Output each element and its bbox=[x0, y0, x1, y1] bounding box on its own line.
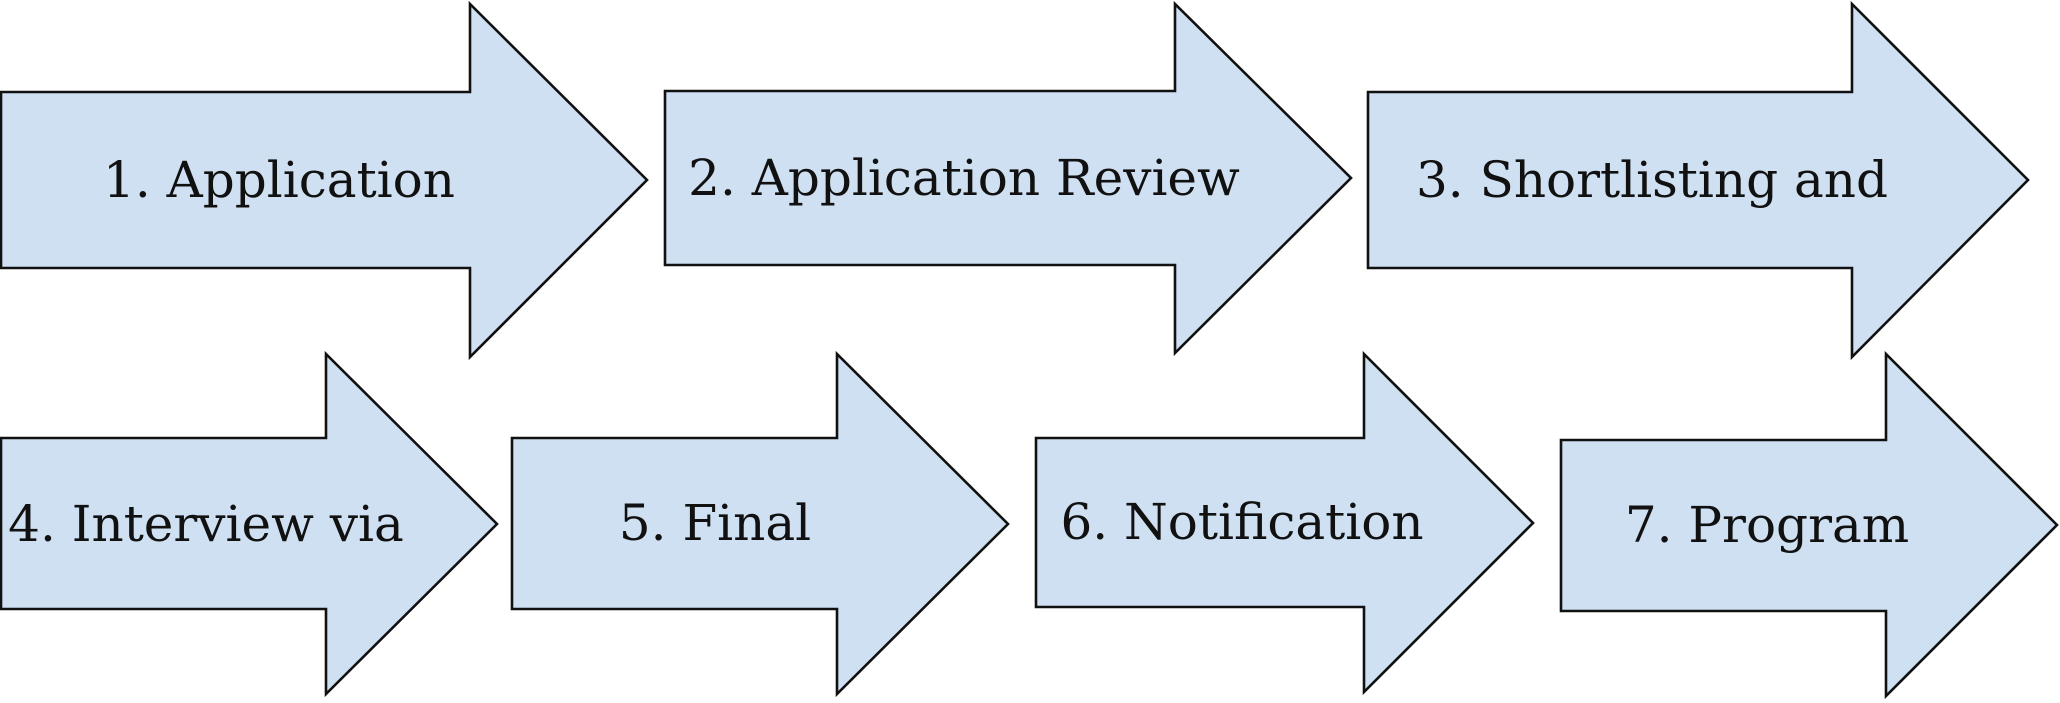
step-arrow-4-label: 4. Interview via bbox=[8, 495, 404, 553]
step-arrow-2-label: 2. Application Review bbox=[688, 149, 1240, 207]
step-arrow-5-label: 5. Final bbox=[619, 494, 811, 552]
step-arrow-5: 5. Final bbox=[510, 350, 1010, 698]
step-arrow-4-shape bbox=[0, 350, 499, 698]
step-arrow-1-label: 1. Application bbox=[103, 151, 455, 209]
step-arrow-2-shape bbox=[663, 0, 1353, 357]
step-arrow-3: 3. Shortlisting and bbox=[1366, 0, 2030, 361]
step-arrow-7-label: 7. Program bbox=[1625, 496, 1909, 554]
step-arrow-7: 7. Program bbox=[1559, 350, 2059, 700]
step-arrow-5-shape bbox=[510, 350, 1010, 698]
step-arrow-4: 4. Interview via bbox=[0, 350, 499, 698]
step-arrow-1: 1. Application bbox=[0, 0, 649, 361]
step-arrow-7-shape bbox=[1559, 350, 2059, 700]
step-arrow-6-label: 6. Notification bbox=[1060, 493, 1423, 551]
step-arrow-6: 6. Notification bbox=[1034, 350, 1535, 696]
step-arrow-2: 2. Application Review bbox=[663, 0, 1353, 357]
step-arrow-3-label: 3. Shortlisting and bbox=[1416, 151, 1888, 209]
step-arrow-1-shape bbox=[0, 0, 649, 361]
step-arrow-6-shape bbox=[1034, 350, 1535, 696]
step-arrow-3-shape bbox=[1366, 0, 2030, 361]
